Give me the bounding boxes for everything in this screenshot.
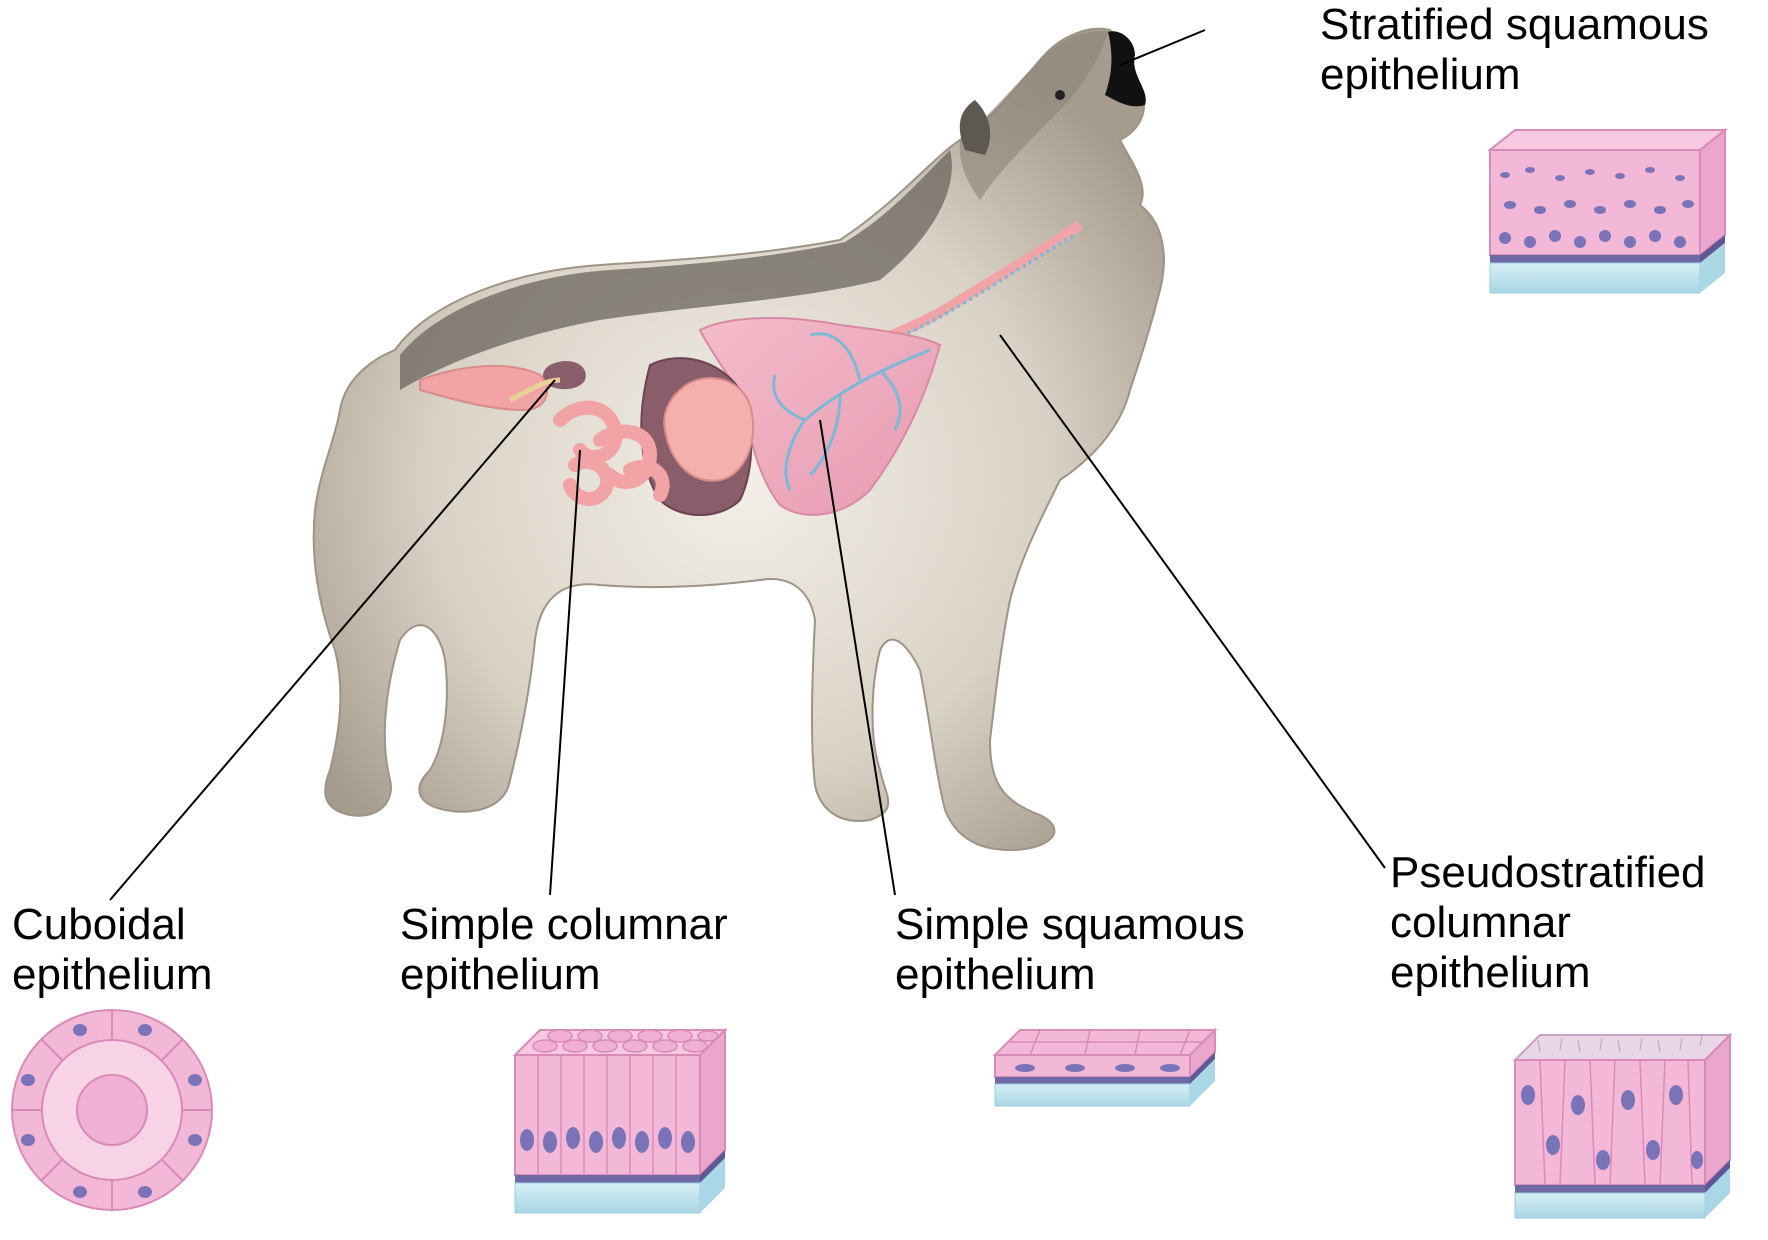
leader-pseudostratified — [1000, 335, 1385, 868]
wolf-eye — [1055, 90, 1065, 100]
label-stratified-squamous-line2: epithelium — [1320, 50, 1709, 100]
label-cuboidal-line1: Cuboidal — [12, 900, 213, 950]
label-pseudostratified-line1: Pseudostratified — [1390, 848, 1706, 898]
cuboidal-tube — [12, 1010, 212, 1210]
label-pseudostratified-line3: epithelium — [1390, 948, 1706, 998]
label-simple-columnar-line2: epithelium — [400, 950, 728, 1000]
label-simple-columnar-line1: Simple columnar — [400, 900, 728, 950]
pseudostratified-columnar-block — [1515, 1035, 1730, 1218]
label-simple-squamous-line2: epithelium — [895, 950, 1245, 1000]
label-cuboidal: Cuboidal epithelium — [12, 900, 213, 1000]
stratified-squamous-block — [1490, 130, 1725, 293]
simple-squamous-block — [995, 1030, 1215, 1106]
label-cuboidal-line2: epithelium — [12, 950, 213, 1000]
label-pseudostratified-columnar: Pseudostratified columnar epithelium — [1390, 848, 1706, 998]
label-stratified-squamous: Stratified squamous epithelium — [1320, 0, 1709, 100]
label-simple-squamous-line1: Simple squamous — [895, 900, 1245, 950]
wolf-ear — [960, 100, 990, 155]
simple-columnar-block — [515, 1030, 725, 1213]
wolf-mouth — [1105, 31, 1146, 106]
label-pseudostratified-line2: columnar — [1390, 898, 1706, 948]
label-simple-columnar: Simple columnar epithelium — [400, 900, 728, 1000]
label-stratified-squamous-line1: Stratified squamous — [1320, 0, 1709, 50]
label-simple-squamous: Simple squamous epithelium — [895, 900, 1245, 1000]
wolf-illustration — [314, 29, 1164, 850]
